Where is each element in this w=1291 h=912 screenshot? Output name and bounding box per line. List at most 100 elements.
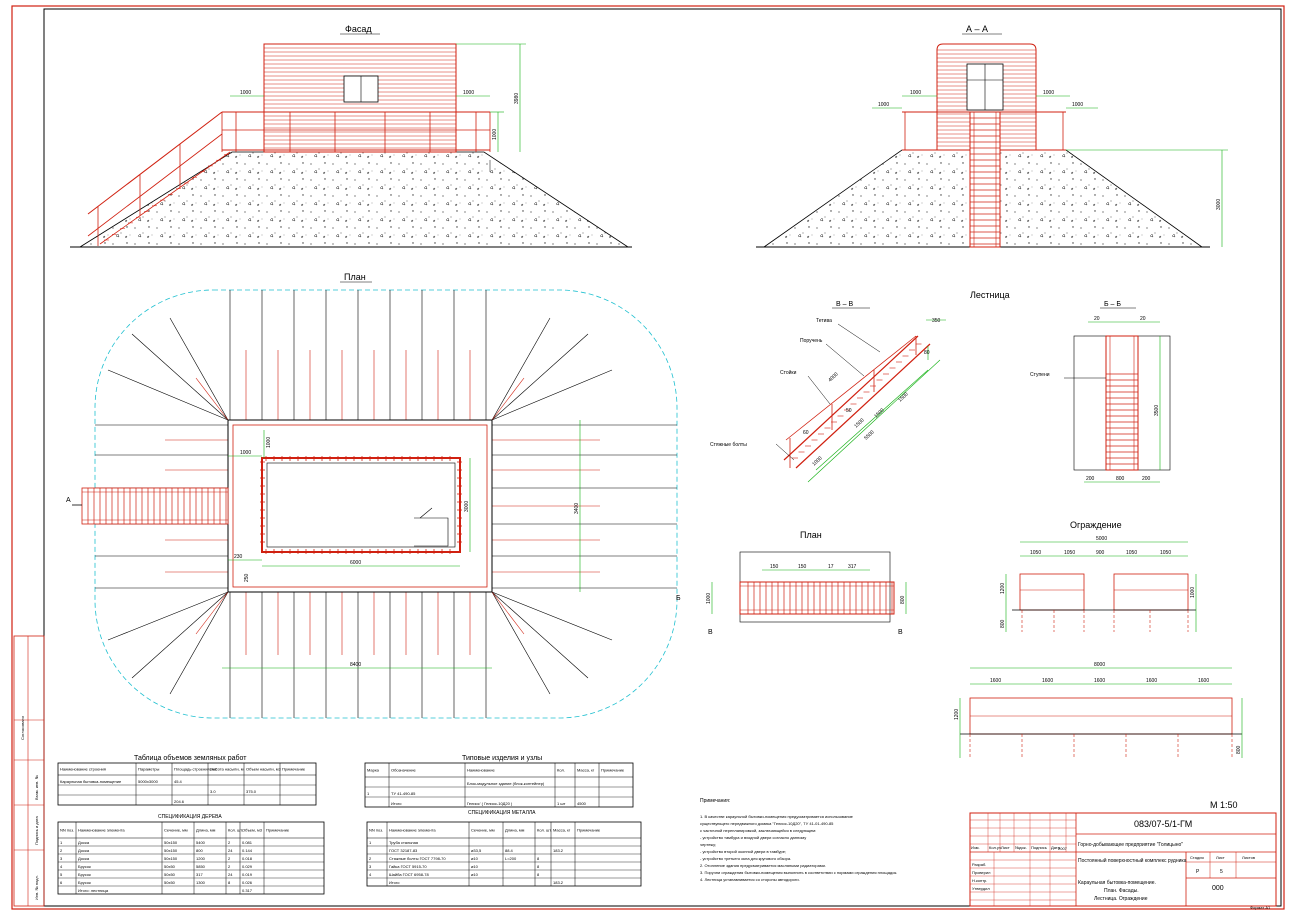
metal-cell: Труба стальная bbox=[389, 840, 418, 845]
plan-dim-1: 1000 bbox=[240, 450, 251, 456]
metal-cell: 4 bbox=[369, 872, 372, 877]
facade-dim-3: 3980 bbox=[514, 93, 520, 104]
typical-header: Масса, кг bbox=[577, 768, 595, 773]
metal-header: Масса, кг bbox=[553, 828, 571, 833]
fence-dim-h3: 800 bbox=[1000, 619, 1006, 628]
slope-corner-red bbox=[195, 377, 229, 421]
fence2-dim-c: 1600 bbox=[1094, 678, 1105, 684]
sp-mark-v2: В bbox=[898, 629, 903, 636]
fence-dim-top: 5000 bbox=[1096, 536, 1107, 542]
side-strip-replace: Взам. инв. № bbox=[34, 775, 39, 800]
metal-cell: ⌀33,5 bbox=[471, 848, 482, 853]
note-line: - устройство тамбура и входной двери сог… bbox=[700, 835, 806, 840]
wood-cell: 1300 bbox=[196, 880, 206, 885]
earthwork-header: Объем насыпи, м3 bbox=[246, 767, 282, 772]
wood-header: Кол. шт. bbox=[228, 828, 243, 833]
bb-dim-2: 20 bbox=[1140, 316, 1146, 322]
wood-cell: Брусок bbox=[78, 880, 91, 885]
vv-dim-9: 60 bbox=[803, 430, 809, 436]
metal-cell: 3 bbox=[369, 864, 372, 869]
wood-cell: 5400 bbox=[196, 840, 206, 845]
typical-cell: 1 шт bbox=[557, 801, 566, 806]
stamp-company: 000 bbox=[1212, 885, 1224, 892]
sp-mark-v1: В bbox=[708, 629, 713, 636]
earthwork-cell: 3.0 bbox=[210, 789, 216, 794]
section-bb-ladder bbox=[1105, 335, 1139, 471]
bb-dim-4: 200 bbox=[1086, 476, 1095, 482]
label-posts: Стойки bbox=[780, 369, 797, 376]
stamp-format: Формат А1 bbox=[1250, 905, 1271, 910]
stair-plan-body bbox=[739, 581, 895, 615]
wood-cell: 24 bbox=[228, 872, 233, 877]
notes-title: Примечания: bbox=[700, 798, 730, 804]
section-aa-dim-3: 1000 bbox=[878, 102, 889, 108]
section-aa-dim-4: 1000 bbox=[1072, 102, 1083, 108]
note-line: 4. Лестница устанавливается со стороны а… bbox=[700, 877, 800, 882]
slope-corner-red bbox=[491, 377, 525, 421]
earthwork-table: Таблица объемов земляных работ Наименова… bbox=[57, 754, 317, 806]
stamp-col-label: Подпись bbox=[1031, 845, 1047, 850]
metal-spec-title: СПЕЦИФИКАЦИЯ МЕТАЛЛА bbox=[468, 810, 536, 816]
metal-cell: ⌀10 bbox=[471, 872, 479, 877]
note-line: с частичной перепланировкой, заключающей… bbox=[700, 828, 816, 833]
typical-header: Марка bbox=[367, 768, 380, 773]
stair-plan-title: План bbox=[800, 530, 822, 540]
wood-header: Сечение, мм bbox=[164, 828, 188, 833]
sp-dim-3: 17 bbox=[828, 564, 834, 570]
typical-cell: ТУ 41-490-85 bbox=[391, 791, 416, 796]
earthwork-table-title: Таблица объемов земляных работ bbox=[134, 754, 247, 762]
label-steps: Ступени bbox=[1030, 372, 1050, 378]
fence-dim-b: 1050 bbox=[1064, 550, 1075, 556]
fence2-dim-h2: 800 bbox=[1236, 745, 1242, 754]
metal-header: Сечение, мм bbox=[471, 828, 495, 833]
fence-title: Ограждение bbox=[1070, 520, 1122, 530]
wood-cell: 0.019 bbox=[242, 872, 253, 877]
label-handrail: Поручень bbox=[800, 338, 823, 344]
metal-header: NN поз. bbox=[369, 828, 383, 833]
plan-dim-7: 250 bbox=[244, 573, 250, 582]
stamp-title-3: Лестница. Ограждение bbox=[1094, 896, 1148, 902]
typical-header: Кол. bbox=[557, 768, 565, 773]
earthwork-header: Наименование строения bbox=[60, 767, 106, 772]
slope-corner bbox=[107, 591, 229, 641]
fence2-dim-b: 1600 bbox=[1042, 678, 1053, 684]
facade-title: Фасад bbox=[345, 24, 372, 34]
metal-cell: Стяжные болты ГОСТ 7798-70 bbox=[389, 856, 446, 861]
bb-dim-5: 800 bbox=[1116, 476, 1125, 482]
sp-dim-6: 800 bbox=[900, 595, 906, 604]
facade-dim-4: 1000 bbox=[492, 129, 498, 140]
typical-cell: Блок-модульное здание (блок-контейнер) bbox=[467, 781, 545, 786]
stamp-role: Н.контр. bbox=[972, 878, 987, 883]
stamp-title-1: Караульная бытовка-помещение. bbox=[1078, 880, 1156, 886]
earthwork-header: Примечание bbox=[282, 767, 306, 772]
stamp-sheets-h: Листов bbox=[1242, 855, 1255, 860]
wood-cell: 50х50 bbox=[164, 880, 176, 885]
stamp-col-label: Изм. bbox=[971, 845, 980, 850]
wood-cell: 0.081 bbox=[242, 840, 253, 845]
stamp-role: Проверил bbox=[972, 870, 991, 875]
typical-cell: 4500 bbox=[577, 801, 587, 806]
wood-cell: 3 bbox=[60, 856, 63, 861]
note-line: существующего передвижного домика "Гелио… bbox=[700, 821, 834, 826]
fence-dim-c: 900 bbox=[1096, 550, 1105, 556]
plan-dim-2: 1000 bbox=[266, 437, 272, 448]
metal-cell: 8 bbox=[537, 856, 540, 861]
stamp-org: Горно-добывающее предприятие "Голицыно" bbox=[1078, 842, 1183, 848]
vv-dim-4: 1500 bbox=[897, 391, 909, 403]
metal-cell: 183.2 bbox=[553, 880, 564, 885]
earthwork-cell: 45.4 bbox=[174, 779, 183, 784]
facade-view: Фасад 10 bbox=[70, 24, 632, 248]
sp-dim-4: 317 bbox=[848, 564, 857, 570]
fence2-dim-e: 1600 bbox=[1198, 678, 1209, 684]
typical-table-title: Типовые изделия и узлы bbox=[462, 755, 542, 762]
wood-cell: 5 bbox=[60, 872, 63, 877]
bb-dim-1: 20 bbox=[1094, 316, 1100, 322]
wood-cell: 0.144 bbox=[242, 848, 253, 853]
wood-cell: 0.026 bbox=[242, 880, 253, 885]
slope-corner bbox=[169, 317, 229, 421]
earthwork-border bbox=[57, 762, 317, 806]
slope-corner bbox=[491, 333, 589, 421]
stamp-col-label: №док. bbox=[1015, 845, 1027, 850]
title-block: 083/07-5/1-ГМ Горно-добывающее предприят… bbox=[969, 812, 1277, 910]
